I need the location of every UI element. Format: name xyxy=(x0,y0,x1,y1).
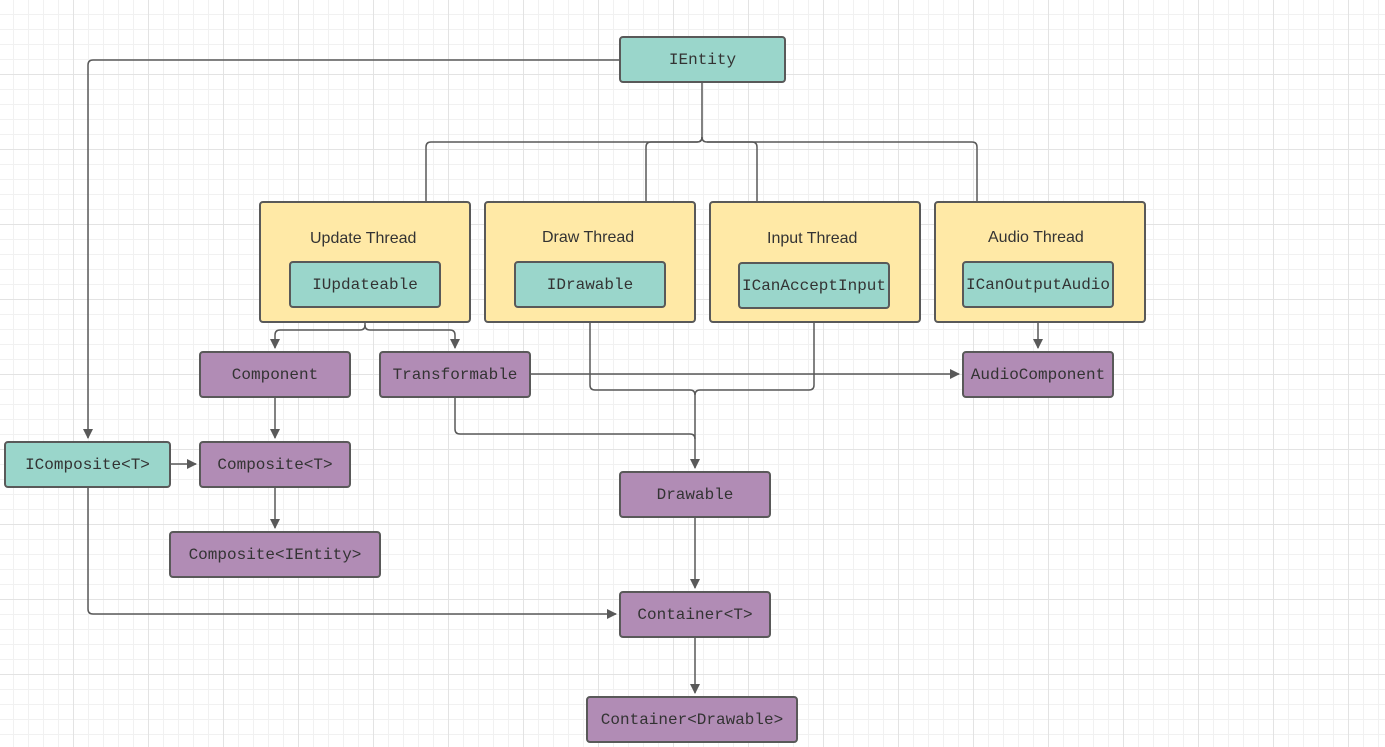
container-drawable-node[interactable]: Container<Drawable> xyxy=(586,696,798,743)
drawable-node[interactable]: Drawable xyxy=(619,471,771,518)
edge-ientity-to-icomposite[interactable] xyxy=(83,59,619,439)
container-node[interactable]: Container<T> xyxy=(619,591,771,638)
edge-icanacceptinput-to-drawable[interactable] xyxy=(694,309,815,396)
audiocomponent-node[interactable]: AudioComponent xyxy=(962,351,1114,398)
iupdateable-node[interactable]: IUpdateable xyxy=(289,261,441,308)
edge-ientity-to-iupdateable[interactable] xyxy=(421,141,697,260)
draw-thread-label: Draw Thread xyxy=(542,229,635,246)
icanacceptinput-node[interactable]: ICanAcceptInput xyxy=(738,262,890,309)
icomposite-node[interactable]: IComposite<T> xyxy=(4,441,171,488)
edge-transformable-to-drawable[interactable] xyxy=(454,398,696,440)
audio-thread-label: Audio Thread xyxy=(988,229,1084,246)
edge-icomposite-to-container[interactable] xyxy=(87,488,617,619)
edge-iupdateable-to-transformable[interactable] xyxy=(364,324,460,349)
edge-idrawable-to-drawable[interactable] xyxy=(589,308,696,396)
ientity-node[interactable]: IEntity xyxy=(619,36,786,83)
edge-ientity-trunk[interactable] xyxy=(696,83,703,143)
edge-ientity-to-icanoutputaudio[interactable] xyxy=(707,141,982,260)
edge-iupdateable-to-component[interactable] xyxy=(270,329,360,349)
component-node[interactable]: Component xyxy=(199,351,351,398)
edge-ientity-to-idrawable[interactable] xyxy=(641,136,703,260)
composite-ientity-node[interactable]: Composite<IEntity> xyxy=(169,531,381,578)
idrawable-node[interactable]: IDrawable xyxy=(514,261,666,308)
composite-node[interactable]: Composite<T> xyxy=(199,441,351,488)
input-thread-label: Input Thread xyxy=(767,230,858,247)
update-thread-label: Update Thread xyxy=(310,230,417,247)
transformable-node[interactable]: Transformable xyxy=(379,351,531,398)
icanoutputaudio-node[interactable]: ICanOutputAudio xyxy=(962,261,1114,308)
